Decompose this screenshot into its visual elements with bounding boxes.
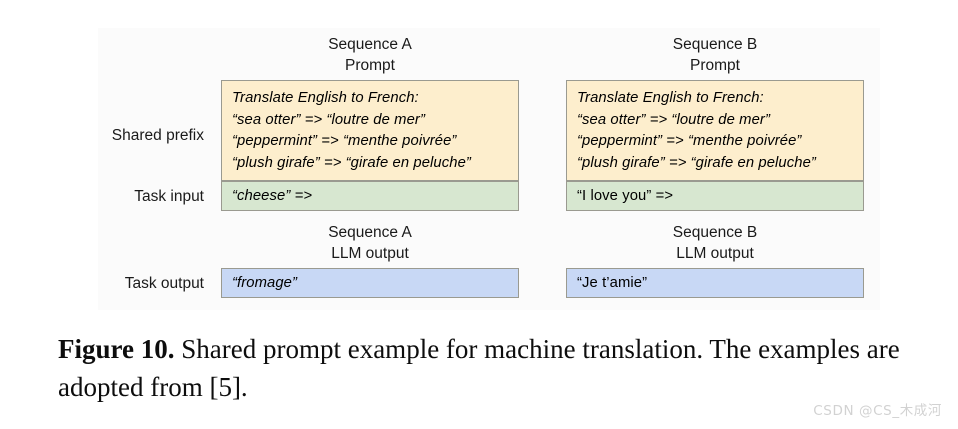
sequence-a-task-output-box: “fromage” <box>221 268 519 298</box>
sequence-b-task-input-box: “I love you” => <box>566 181 864 211</box>
figure-caption-text: Shared prompt example for machine transl… <box>58 334 900 402</box>
sequence-a-task-input-box: “cheese” => <box>221 181 519 211</box>
sequence-a-output-header: Sequence A LLM output <box>328 224 412 262</box>
row-label-task-input: Task input <box>134 188 204 205</box>
sequence-b-output-header: Sequence B LLM output <box>672 224 758 262</box>
sequence-b-shared-prefix-box: Translate English to French: “sea otter”… <box>566 80 864 181</box>
sequence-b-task-output-box: “Je t’amie” <box>566 268 864 298</box>
csdn-watermark: CSDN @CS_木成河 <box>813 403 942 419</box>
sequence-a-shared-prefix-box: Translate English to French: “sea otter”… <box>221 80 519 181</box>
sequence-a-prompt-header: Sequence A Prompt <box>328 36 412 74</box>
sequence-b-prompt-header: Sequence B Prompt <box>672 36 758 74</box>
figure-caption-label: Figure 10. <box>58 334 175 364</box>
row-label-task-output: Task output <box>124 275 204 292</box>
figure-caption: Figure 10. Shared prompt example for mac… <box>58 330 918 406</box>
row-label-shared-prefix: Shared prefix <box>111 127 204 144</box>
